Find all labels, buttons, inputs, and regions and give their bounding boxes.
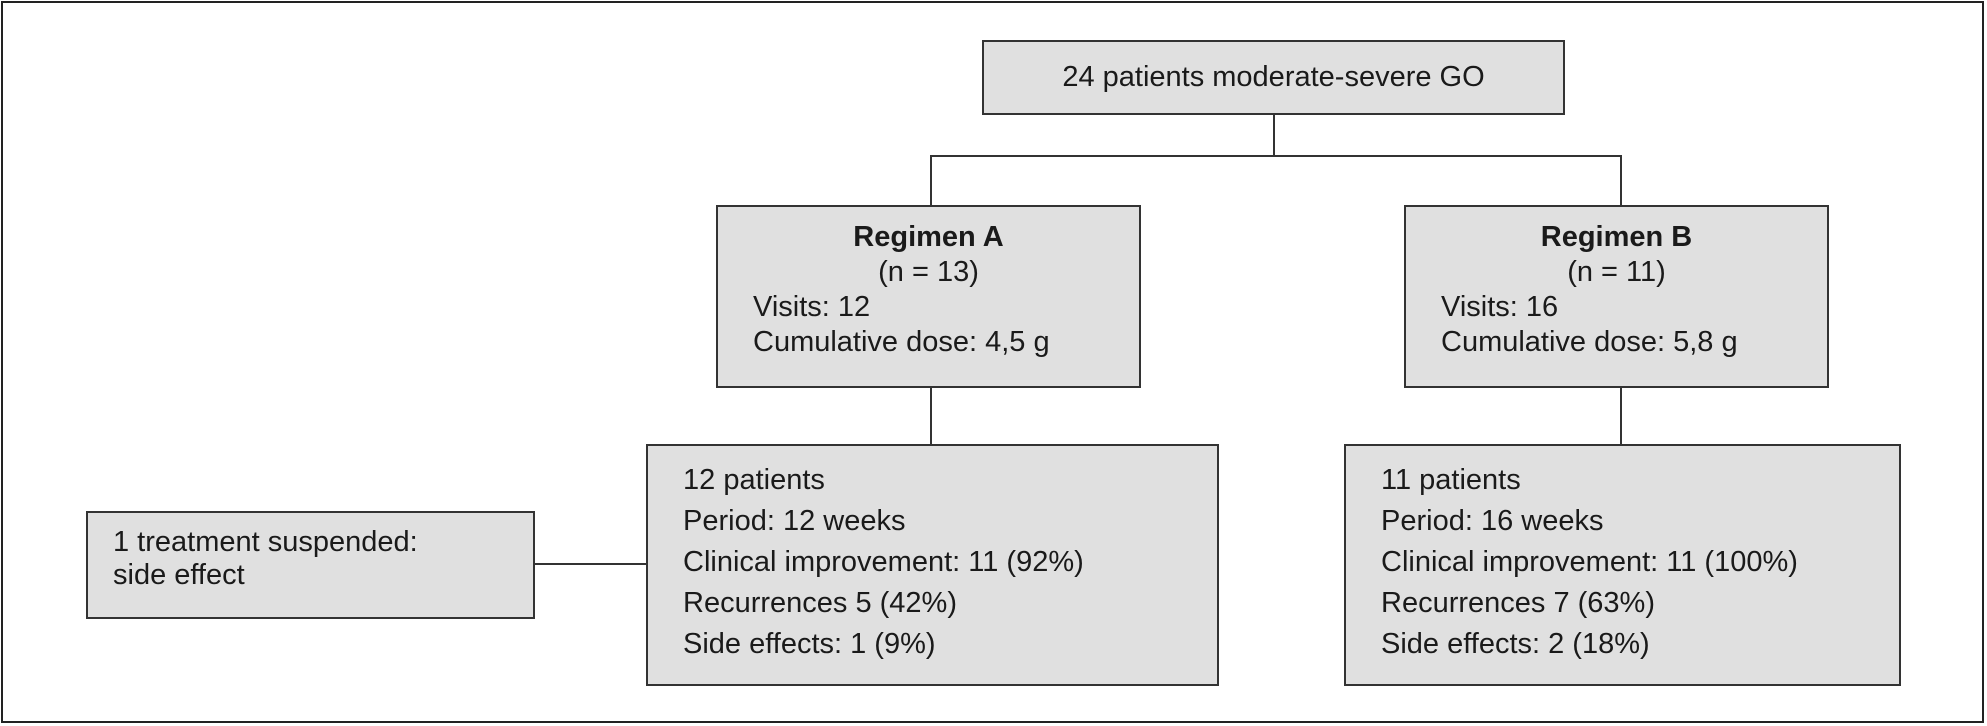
- outcome-b-recurrences: Recurrences 7 (63%): [1381, 587, 1655, 619]
- connector-root-down: [1273, 114, 1275, 156]
- outcome-b-side-effects: Side effects: 2 (18%): [1381, 628, 1650, 660]
- regimen-b-dose: Cumulative dose: 5,8 g: [1441, 326, 1738, 358]
- regimen-b-visits: Visits: 16: [1441, 291, 1559, 323]
- outcome-a-improvement: Clinical improvement: 11 (92%): [683, 546, 1084, 578]
- suspended-box: 1 treatment suspended: side effect: [86, 511, 535, 619]
- regimen-a-title: Regimen A: [853, 221, 1004, 253]
- outcome-a-patients: 12 patients: [683, 464, 825, 496]
- connector-to-regimen-a: [930, 155, 932, 206]
- outcome-b-period: Period: 16 weeks: [1381, 505, 1604, 537]
- outcome-b-box: 11 patients Period: 16 weeks Clinical im…: [1344, 444, 1901, 686]
- suspended-line-1: 1 treatment suspended:: [113, 526, 418, 558]
- regimen-a-dose: Cumulative dose: 4,5 g: [753, 326, 1050, 358]
- connector-regimen-b-to-outcome: [1620, 386, 1622, 445]
- outcome-b-improvement: Clinical improvement: 11 (100%): [1381, 546, 1798, 578]
- regimen-b-box: Regimen B (n = 11) Visits: 16 Cumulative…: [1404, 205, 1829, 388]
- outcome-a-side-effects: Side effects: 1 (9%): [683, 628, 936, 660]
- suspended-line-2: side effect: [113, 559, 245, 591]
- connector-regimen-a-to-outcome: [930, 386, 932, 445]
- regimen-a-box: Regimen A (n = 13) Visits: 12 Cumulative…: [716, 205, 1141, 388]
- regimen-b-title: Regimen B: [1540, 221, 1693, 253]
- regimen-a-visits: Visits: 12: [753, 291, 871, 323]
- outcome-b-patients: 11 patients: [1381, 464, 1521, 496]
- root-box: 24 patients moderate-severe GO: [982, 40, 1565, 115]
- connector-suspended: [533, 563, 648, 565]
- regimen-a-n: (n = 13): [878, 256, 979, 288]
- connector-branch-horizontal: [930, 155, 1622, 157]
- regimen-b-n: (n = 11): [1567, 256, 1666, 288]
- root-label: 24 patients moderate-severe GO: [1062, 61, 1485, 93]
- outcome-a-box: 12 patients Period: 12 weeks Clinical im…: [646, 444, 1219, 686]
- outcome-a-recurrences: Recurrences 5 (42%): [683, 587, 957, 619]
- outcome-a-period: Period: 12 weeks: [683, 505, 906, 537]
- connector-to-regimen-b: [1620, 155, 1622, 206]
